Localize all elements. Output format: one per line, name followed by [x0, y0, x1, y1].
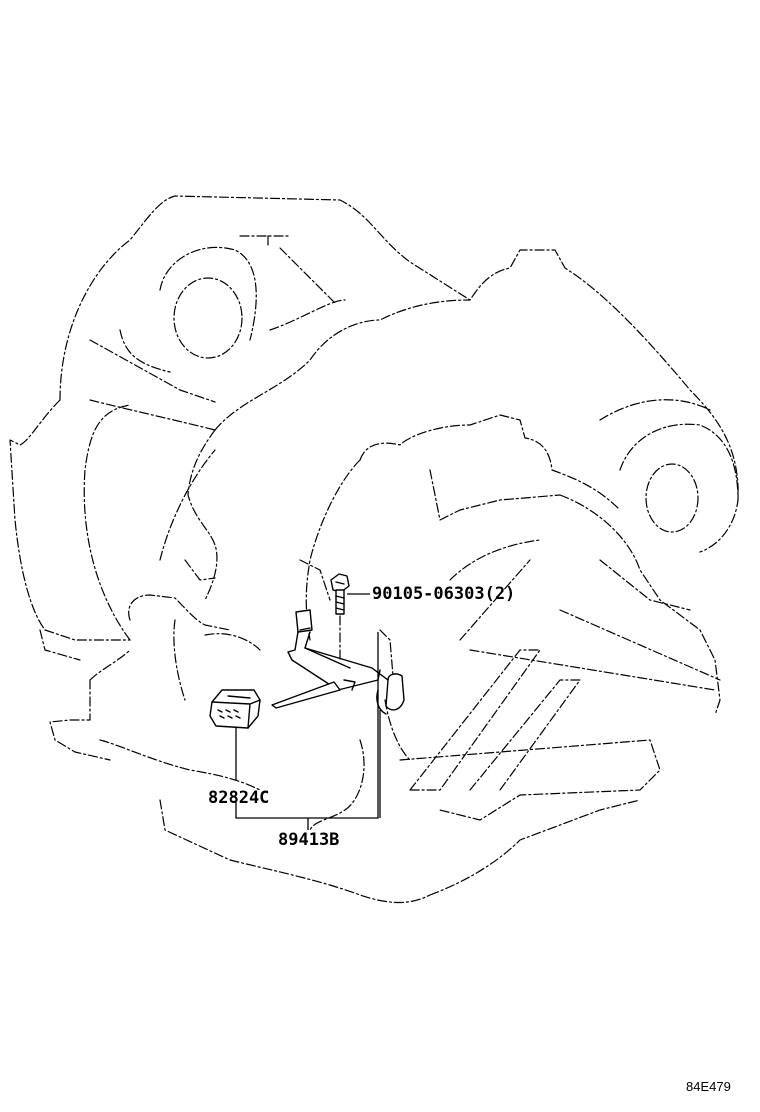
connector-part	[209, 689, 261, 729]
neutral-start-switch-part	[271, 609, 405, 715]
figure-id: 84E479	[686, 1079, 731, 1094]
switch-callout-label[interactable]: 89413B	[278, 830, 340, 850]
leader-lines	[235, 593, 381, 830]
transaxle-housing-outline	[9, 195, 739, 904]
bolt-callout-label[interactable]: 90105-06303(2)	[372, 584, 516, 604]
bolt-part	[330, 573, 350, 615]
connector-callout-label[interactable]: 82824C	[208, 788, 270, 808]
switch-bracket-line	[235, 632, 379, 819]
